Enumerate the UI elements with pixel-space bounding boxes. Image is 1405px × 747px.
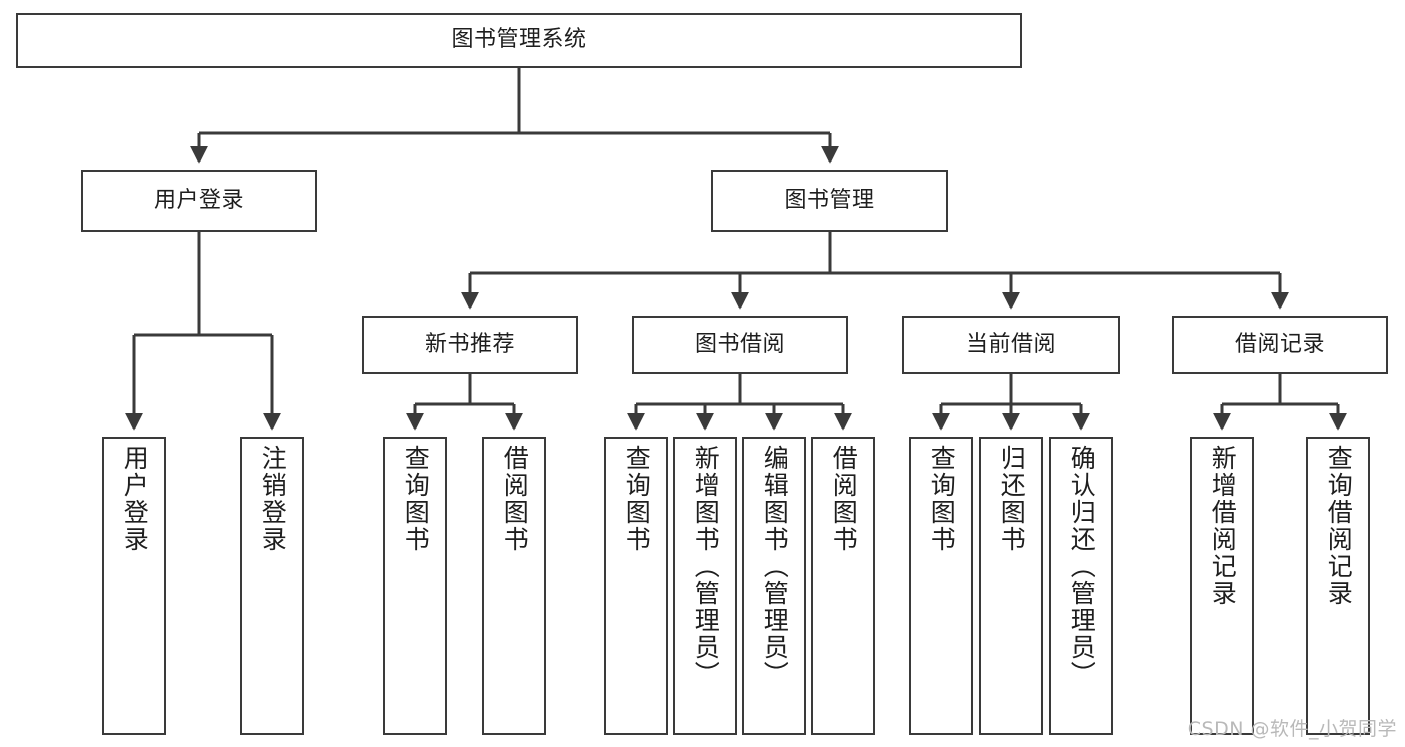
leaf-add-book[interactable]: 新增图书（管理员） <box>673 437 737 735</box>
leaf-user-login[interactable]: 用户登录 <box>102 437 166 735</box>
node-book-manage-label: 图书管理 <box>784 187 875 213</box>
leaf-query-book-current[interactable]: 查询图书 <box>909 437 973 735</box>
leaf-query-book-borrow-label: 查询图书 <box>622 445 652 553</box>
node-root-system-label: 图书管理系统 <box>451 27 587 53</box>
node-root-system[interactable]: 图书管理系统 <box>16 13 1022 68</box>
node-current-borrow-label: 当前借阅 <box>965 331 1056 357</box>
node-borrow-record[interactable]: 借阅记录 <box>1172 316 1388 374</box>
leaf-user-logout-label: 注销登录 <box>258 445 288 553</box>
leaf-query-borrow-record-label: 查询借阅记录 <box>1324 445 1354 607</box>
leaf-borrow-book-recommend[interactable]: 借阅图书 <box>482 437 546 735</box>
node-user-login[interactable]: 用户登录 <box>81 170 317 232</box>
leaf-confirm-return[interactable]: 确认归还（管理员） <box>1049 437 1113 735</box>
leaf-query-borrow-record[interactable]: 查询借阅记录 <box>1306 437 1370 735</box>
leaf-confirm-return-label: 确认归还（管理员） <box>1067 445 1097 688</box>
leaf-edit-book-label: 编辑图书（管理员） <box>760 445 790 688</box>
leaf-query-book-recommend-label: 查询图书 <box>401 445 431 553</box>
leaf-borrow-book-borrow[interactable]: 借阅图书 <box>811 437 875 735</box>
leaf-add-borrow-record[interactable]: 新增借阅记录 <box>1190 437 1254 735</box>
leaf-query-book-recommend[interactable]: 查询图书 <box>383 437 447 735</box>
watermark-text: CSDN @软件_小贺同学 <box>1187 718 1397 740</box>
leaf-edit-book[interactable]: 编辑图书（管理员） <box>742 437 806 735</box>
leaf-user-logout[interactable]: 注销登录 <box>240 437 304 735</box>
node-user-login-label: 用户登录 <box>153 187 244 213</box>
leaf-borrow-book-recommend-label: 借阅图书 <box>500 445 530 553</box>
node-borrow-record-label: 借阅记录 <box>1234 331 1325 357</box>
node-book-borrow-label: 图书借阅 <box>694 331 785 357</box>
node-new-book-recommend-label: 新书推荐 <box>424 331 515 357</box>
leaf-query-book-borrow[interactable]: 查询图书 <box>604 437 668 735</box>
node-book-borrow[interactable]: 图书借阅 <box>632 316 848 374</box>
leaf-return-book[interactable]: 归还图书 <box>979 437 1043 735</box>
leaf-return-book-label: 归还图书 <box>997 445 1027 553</box>
leaf-add-borrow-record-label: 新增借阅记录 <box>1208 445 1238 607</box>
node-new-book-recommend[interactable]: 新书推荐 <box>362 316 578 374</box>
node-current-borrow[interactable]: 当前借阅 <box>902 316 1120 374</box>
node-book-manage[interactable]: 图书管理 <box>711 170 948 232</box>
leaf-user-login-label: 用户登录 <box>120 445 150 553</box>
leaf-add-book-label: 新增图书（管理员） <box>691 445 721 688</box>
leaf-query-book-current-label: 查询图书 <box>927 445 957 553</box>
leaf-borrow-book-borrow-label: 借阅图书 <box>829 445 859 553</box>
